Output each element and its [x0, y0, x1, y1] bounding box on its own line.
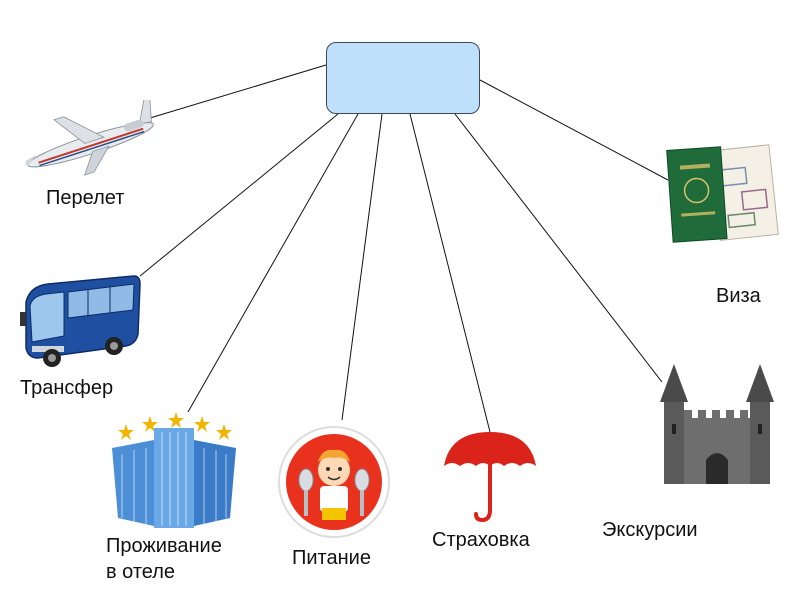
- excursions-label: Экскурсии: [602, 518, 698, 542]
- passport-icon: [664, 142, 780, 250]
- airplane-icon: [14, 100, 164, 180]
- food-label: Питание: [292, 546, 371, 570]
- connector-flight: [150, 65, 326, 118]
- connector-food: [342, 114, 382, 420]
- umbrella-icon: [440, 430, 540, 522]
- connector-visa: [480, 80, 668, 180]
- hotel-label-line2: в отеле: [106, 560, 175, 584]
- meal-child-icon: [276, 424, 392, 540]
- connector-transfer: [140, 114, 338, 276]
- hotel-building-icon: [104, 408, 244, 532]
- flight-label: Перелет: [46, 186, 124, 210]
- connector-insurance: [410, 114, 490, 432]
- central-node: [326, 42, 480, 114]
- hotel-label-line1: Проживание: [106, 534, 222, 558]
- insurance-label: Страховка: [432, 528, 530, 552]
- transfer-label: Трансфер: [20, 376, 113, 400]
- castle-icon: [656, 360, 778, 486]
- bus-icon: [18, 272, 142, 368]
- connector-excursions: [455, 114, 662, 382]
- visa-label: Виза: [716, 284, 761, 308]
- connector-hotel: [188, 114, 358, 412]
